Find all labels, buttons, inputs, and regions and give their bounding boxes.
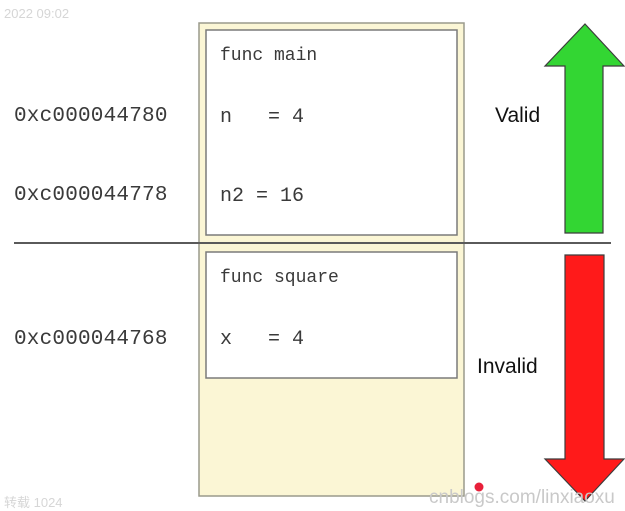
- address-label: 0xc000044768: [14, 328, 168, 351]
- frame-square-box: [205, 251, 458, 379]
- address-label: 0xc000044778: [14, 184, 168, 207]
- cursor-dot: [474, 482, 484, 492]
- watermark-left: 转载 1024: [4, 495, 63, 510]
- valid-arrow-up-icon: [543, 23, 625, 234]
- timestamp: 2022 09:02: [4, 6, 70, 21]
- watermark: cnblogs.com/linxiaoxu: [429, 487, 615, 508]
- variable-cell: n = 4: [220, 106, 305, 129]
- variable-cell: n2 = 16: [220, 185, 305, 208]
- frame-main-title: func main: [220, 46, 318, 66]
- address-label: 0xc000044780: [14, 105, 168, 128]
- valid-label: Valid: [495, 104, 541, 127]
- invalid-arrow-down-icon: [543, 254, 625, 502]
- invalid-label: Invalid: [477, 355, 538, 378]
- variable-cell: x = 4: [220, 328, 305, 351]
- frame-main-box: [205, 29, 458, 236]
- frame-square-title: func square: [220, 268, 339, 288]
